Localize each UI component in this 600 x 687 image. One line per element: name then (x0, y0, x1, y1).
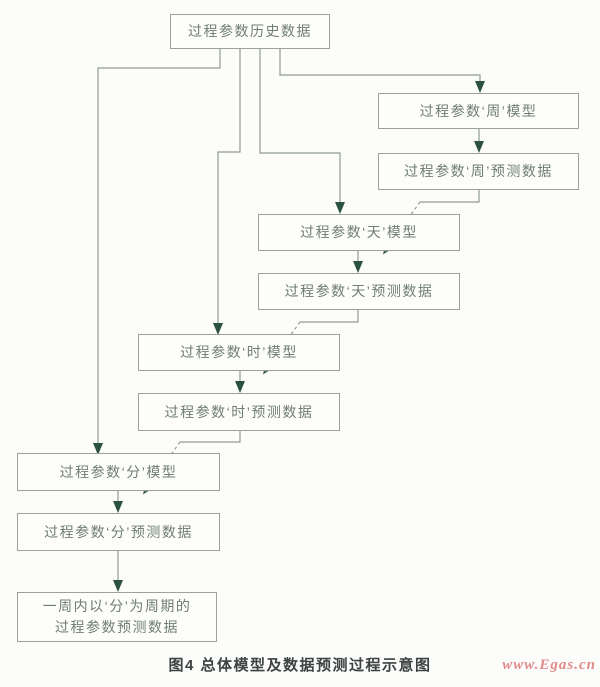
node-history-data: 过程参数历史数据 (170, 14, 330, 49)
node-label: 过程参数‘分’预测数据 (44, 523, 193, 540)
connector-hist-to-day-model (259, 49, 341, 203)
node-day-model: 过程参数‘天’模型 (258, 214, 460, 251)
connector-week-data-elbow (420, 190, 480, 203)
node-final-weekly-minute-data: 一周内以‘分’为周期的 过程参数预测数据 (17, 592, 217, 642)
node-min-forecast-data: 过程参数‘分’预测数据 (17, 513, 220, 551)
arrowhead-week-model (475, 81, 485, 93)
node-label: 过程参数‘时’模型 (180, 344, 298, 360)
arrowhead-min-data (113, 501, 123, 513)
node-hour-forecast-data: 过程参数‘时’预测数据 (138, 393, 340, 431)
connector-hist-to-week-model (279, 49, 481, 82)
node-day-forecast-data: 过程参数‘天’预测数据 (258, 273, 460, 310)
arrowhead-day-data (353, 261, 363, 273)
connector-hist-to-hour-model (217, 49, 241, 324)
connector-hist-to-min-model (97, 49, 221, 444)
arrowhead-min-model (93, 443, 103, 455)
figure-caption: 图4 总体模型及数据预测过程示意图 (168, 657, 432, 674)
arrowhead-hour-data (235, 381, 245, 393)
node-min-model: 过程参数‘分’模型 (17, 453, 220, 491)
node-label: 过程参数‘天’模型 (300, 224, 418, 240)
node-label-line1: 一周内以‘分’为周期的 (42, 598, 192, 614)
node-label: 过程参数‘周’模型 (419, 102, 538, 119)
node-week-model: 过程参数‘周’模型 (378, 93, 579, 129)
node-label: 过程参数‘时’预测数据 (164, 403, 314, 420)
arrowhead-day-model (335, 202, 345, 214)
node-label-line2: 过程参数预测数据 (55, 619, 179, 635)
arrowhead-hour-model (213, 323, 223, 335)
node-label: 过程参数‘分’模型 (59, 463, 178, 480)
node-label: 过程参数‘周’预测数据 (404, 163, 553, 179)
watermark-text: www.Egas.cn (502, 657, 596, 673)
arrowhead-final (113, 580, 123, 592)
connector-hour-data-elbow (180, 431, 241, 443)
arrowhead-week-data (474, 141, 484, 153)
node-hour-model: 过程参数‘时’模型 (138, 334, 340, 371)
node-label: 过程参数历史数据 (188, 23, 312, 39)
node-label: 过程参数‘天’预测数据 (284, 283, 434, 299)
connector-day-data-elbow (300, 310, 359, 323)
node-week-forecast-data: 过程参数‘周’预测数据 (378, 153, 579, 190)
